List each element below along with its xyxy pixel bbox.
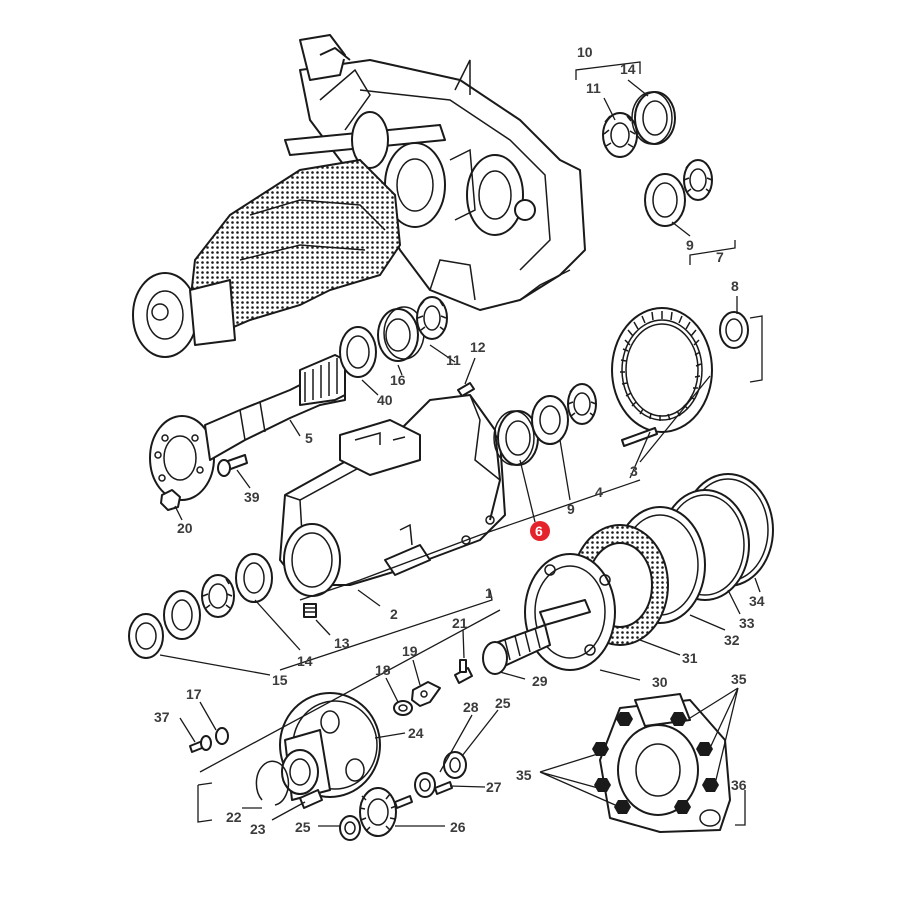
callout-17[interactable]: 17 (186, 686, 202, 702)
highlighted-callout-6[interactable]: 6 (530, 521, 550, 541)
callout-10[interactable]: 10 (577, 44, 593, 60)
callout-39[interactable]: 39 (244, 489, 260, 505)
callout-9[interactable]: 9 (686, 237, 694, 253)
mounting-flange-plate (592, 693, 746, 833)
bearing-group-lower (128, 553, 273, 659)
leader-lines (159, 79, 761, 827)
final-drive-housing (279, 394, 506, 618)
callout-8[interactable]: 8 (731, 278, 739, 294)
small-hardware-group (189, 659, 473, 753)
callout-7[interactable]: 7 (716, 249, 724, 265)
callout-9[interactable]: 9 (567, 501, 575, 517)
callout-28[interactable]: 28 (463, 699, 479, 715)
callout-15[interactable]: 15 (272, 672, 288, 688)
callout-2[interactable]: 2 (390, 606, 398, 622)
callout-3[interactable]: 3 (630, 463, 638, 479)
callout-25[interactable]: 25 (495, 695, 511, 711)
callout-20[interactable]: 20 (177, 520, 193, 536)
callout-29[interactable]: 29 (532, 673, 548, 689)
callout-24[interactable]: 24 (408, 725, 424, 741)
callout-23[interactable]: 23 (250, 821, 266, 837)
callout-14[interactable]: 14 (620, 61, 636, 77)
callout-33[interactable]: 33 (739, 615, 755, 631)
callout-14[interactable]: 14 (297, 653, 313, 669)
tapered-bearing-11 (602, 112, 638, 158)
callout-35[interactable]: 35 (516, 767, 532, 783)
callout-26[interactable]: 26 (450, 819, 466, 835)
callout-12[interactable]: 12 (470, 339, 486, 355)
callout-1[interactable]: 1 (485, 585, 493, 601)
highlight-marker (530, 521, 550, 541)
callout-16[interactable]: 16 (390, 372, 406, 388)
bearing-cup-9-upper (644, 173, 686, 227)
callout-31[interactable]: 31 (682, 650, 698, 666)
bearing-group-upper (575, 61, 736, 265)
callout-6: 6 (535, 523, 543, 539)
callout-32[interactable]: 32 (724, 632, 740, 648)
drive-shaft-assembly (149, 296, 475, 511)
callout-35[interactable]: 35 (731, 671, 747, 687)
callout-13[interactable]: 13 (334, 635, 350, 651)
seal-and-bearing-group (493, 383, 597, 466)
callout-21[interactable]: 21 (452, 615, 468, 631)
callout-4[interactable]: 4 (595, 484, 603, 500)
planetary-brake-assembly (482, 473, 774, 675)
callout-labels: 10 11 14 9 7 8 12 11 16 40 5 39 20 6 9 4… (154, 44, 765, 837)
callout-11[interactable]: 11 (446, 352, 461, 368)
tapered-bearing-upper (683, 159, 713, 201)
callout-22[interactable]: 22 (226, 809, 242, 825)
callout-36[interactable]: 36 (731, 777, 747, 793)
callout-25[interactable]: 25 (295, 819, 311, 835)
transmission-housing (132, 34, 586, 358)
hub-and-gear-group (197, 692, 467, 841)
bearing-cup-14 (631, 91, 676, 145)
callout-27[interactable]: 27 (486, 779, 502, 795)
callout-30[interactable]: 30 (652, 674, 668, 690)
callout-5[interactable]: 5 (305, 430, 313, 446)
callout-11[interactable]: 11 (586, 80, 601, 96)
callout-19[interactable]: 19 (402, 643, 418, 659)
callout-40[interactable]: 40 (377, 392, 393, 408)
callout-37[interactable]: 37 (154, 709, 170, 725)
ring-gear-assembly (611, 307, 763, 447)
callout-18[interactable]: 18 (375, 662, 391, 678)
callout-34[interactable]: 34 (749, 593, 765, 609)
